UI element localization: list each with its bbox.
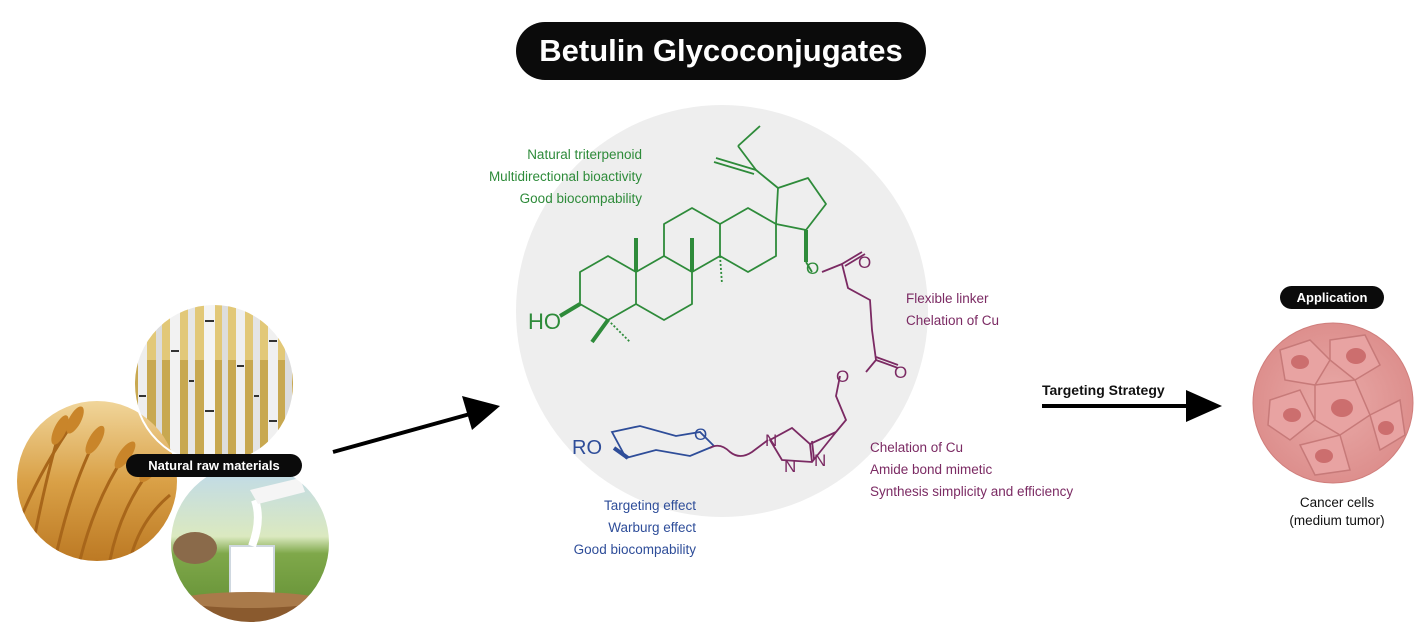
raw-materials-label: Natural raw materials — [126, 454, 302, 477]
triazole-n3: N — [814, 451, 826, 470]
sugar-notes: Targeting effect Warburg effect Good bio… — [500, 495, 696, 561]
ester-o2: O — [858, 253, 871, 272]
cancer-caption-line1: Cancer cells — [1299, 495, 1375, 510]
cancer-cells-caption: Cancer cells (medium tumor) — [1262, 494, 1412, 530]
triazole-note-2: Amide bond mimetic — [870, 462, 993, 477]
linker-structure — [768, 251, 899, 463]
betulin-core-structure — [558, 125, 827, 344]
linker-note-2: Chelation of Cu — [906, 313, 1000, 328]
cancer-caption-line2: (medium tumor) — [1289, 513, 1385, 528]
triazole-notes: Chelation of Cu Amide bond mimetic Synth… — [870, 437, 1130, 503]
diagram-title: Betulin Glycoconjugates — [516, 22, 926, 80]
nitrogen-labels: N N N — [765, 431, 826, 476]
targeting-arrow — [1042, 390, 1222, 422]
triazole-note-3: Synthesis simplicity and efficiency — [870, 484, 1074, 499]
sugar-note-1: Targeting effect — [603, 498, 696, 513]
betulin-note-3: Good biocompability — [519, 191, 642, 206]
sugar-note-3: Good biocompability — [573, 542, 696, 557]
ro-label: RO — [572, 437, 602, 459]
triazole-n2: N — [784, 457, 796, 476]
triazole-n1: N — [765, 431, 777, 450]
ester-o4: O — [894, 363, 907, 382]
cancer-cells-image — [1252, 322, 1414, 484]
linker-note-1: Flexible linker — [906, 291, 989, 306]
sugar-structure — [610, 425, 769, 460]
arrow-to-molecule — [332, 396, 500, 454]
ester-o1: O — [806, 259, 819, 278]
triazole-note-1: Chelation of Cu — [870, 440, 964, 455]
betulin-note-1: Natural triterpenoid — [527, 147, 642, 162]
sugar-note-2: Warburg effect — [608, 520, 696, 535]
targeting-strategy-label: Targeting Strategy — [1042, 382, 1165, 398]
ester-o3: O — [836, 367, 849, 386]
molecule-backdrop — [516, 105, 928, 517]
ho-label: HO — [528, 309, 561, 334]
betulin-note-2: Multidirectional bioactivity — [488, 169, 642, 184]
betulin-notes: Natural triterpenoid Multidirectional bi… — [440, 144, 642, 210]
application-label: Application — [1280, 286, 1384, 309]
linker-notes: Flexible linker Chelation of Cu — [906, 288, 1106, 332]
oxygen-labels: O O O O — [806, 253, 907, 386]
ring-oxygen-label: O — [694, 425, 707, 444]
milk-cow-image — [170, 463, 330, 623]
